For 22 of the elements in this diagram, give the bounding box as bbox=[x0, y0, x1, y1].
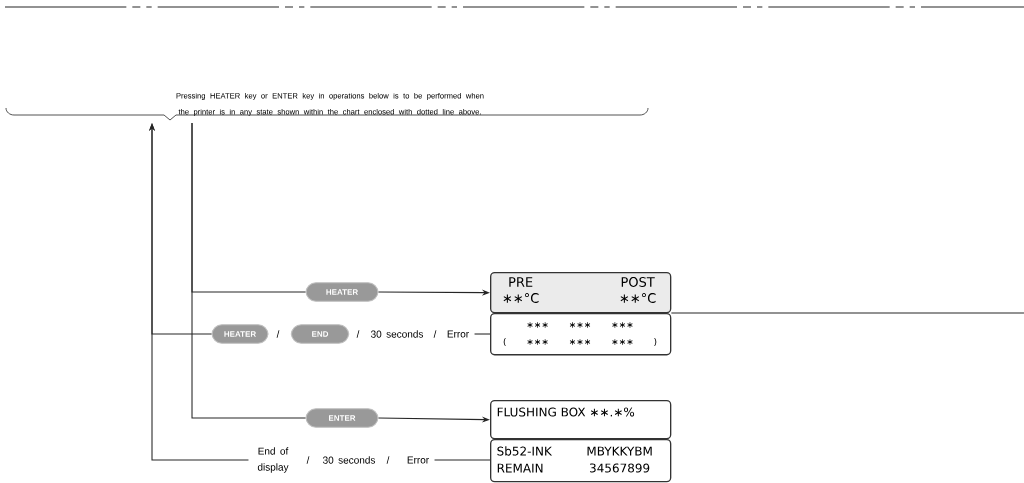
label-text: 30 seconds bbox=[323, 456, 376, 464]
connector bbox=[670, 312, 1024, 314]
key-button: HEATER bbox=[211, 324, 269, 344]
label-text: / bbox=[386, 456, 390, 464]
label-text: / bbox=[306, 456, 310, 464]
connector bbox=[474, 333, 491, 335]
display-screen: ∗∗∗ ∗∗∗ ∗∗∗ ( ∗∗∗ ∗∗∗ ∗∗∗ ) bbox=[490, 313, 672, 356]
key-button: ENTER bbox=[305, 408, 379, 428]
connector bbox=[434, 459, 491, 461]
condition-text: Error bbox=[447, 330, 469, 338]
condition-text: End of display bbox=[257, 447, 289, 473]
label-text: / bbox=[276, 330, 280, 338]
condition-text: Error bbox=[407, 456, 429, 464]
display-screen: Sb52-INK MBYKKYBM REMAIN 34567899 bbox=[490, 439, 672, 483]
display-screen: PRE ∗∗°C POST ∗∗°C bbox=[490, 272, 672, 314]
connector bbox=[191, 122, 306, 419]
display-screen: FLUSHING BOX ∗∗.∗% bbox=[490, 400, 672, 440]
label-text: / bbox=[433, 330, 437, 338]
label-text: 30 seconds bbox=[371, 330, 424, 338]
key-button: HEATER bbox=[305, 282, 379, 302]
label-text: / bbox=[356, 330, 360, 338]
key-button: END bbox=[290, 324, 350, 344]
